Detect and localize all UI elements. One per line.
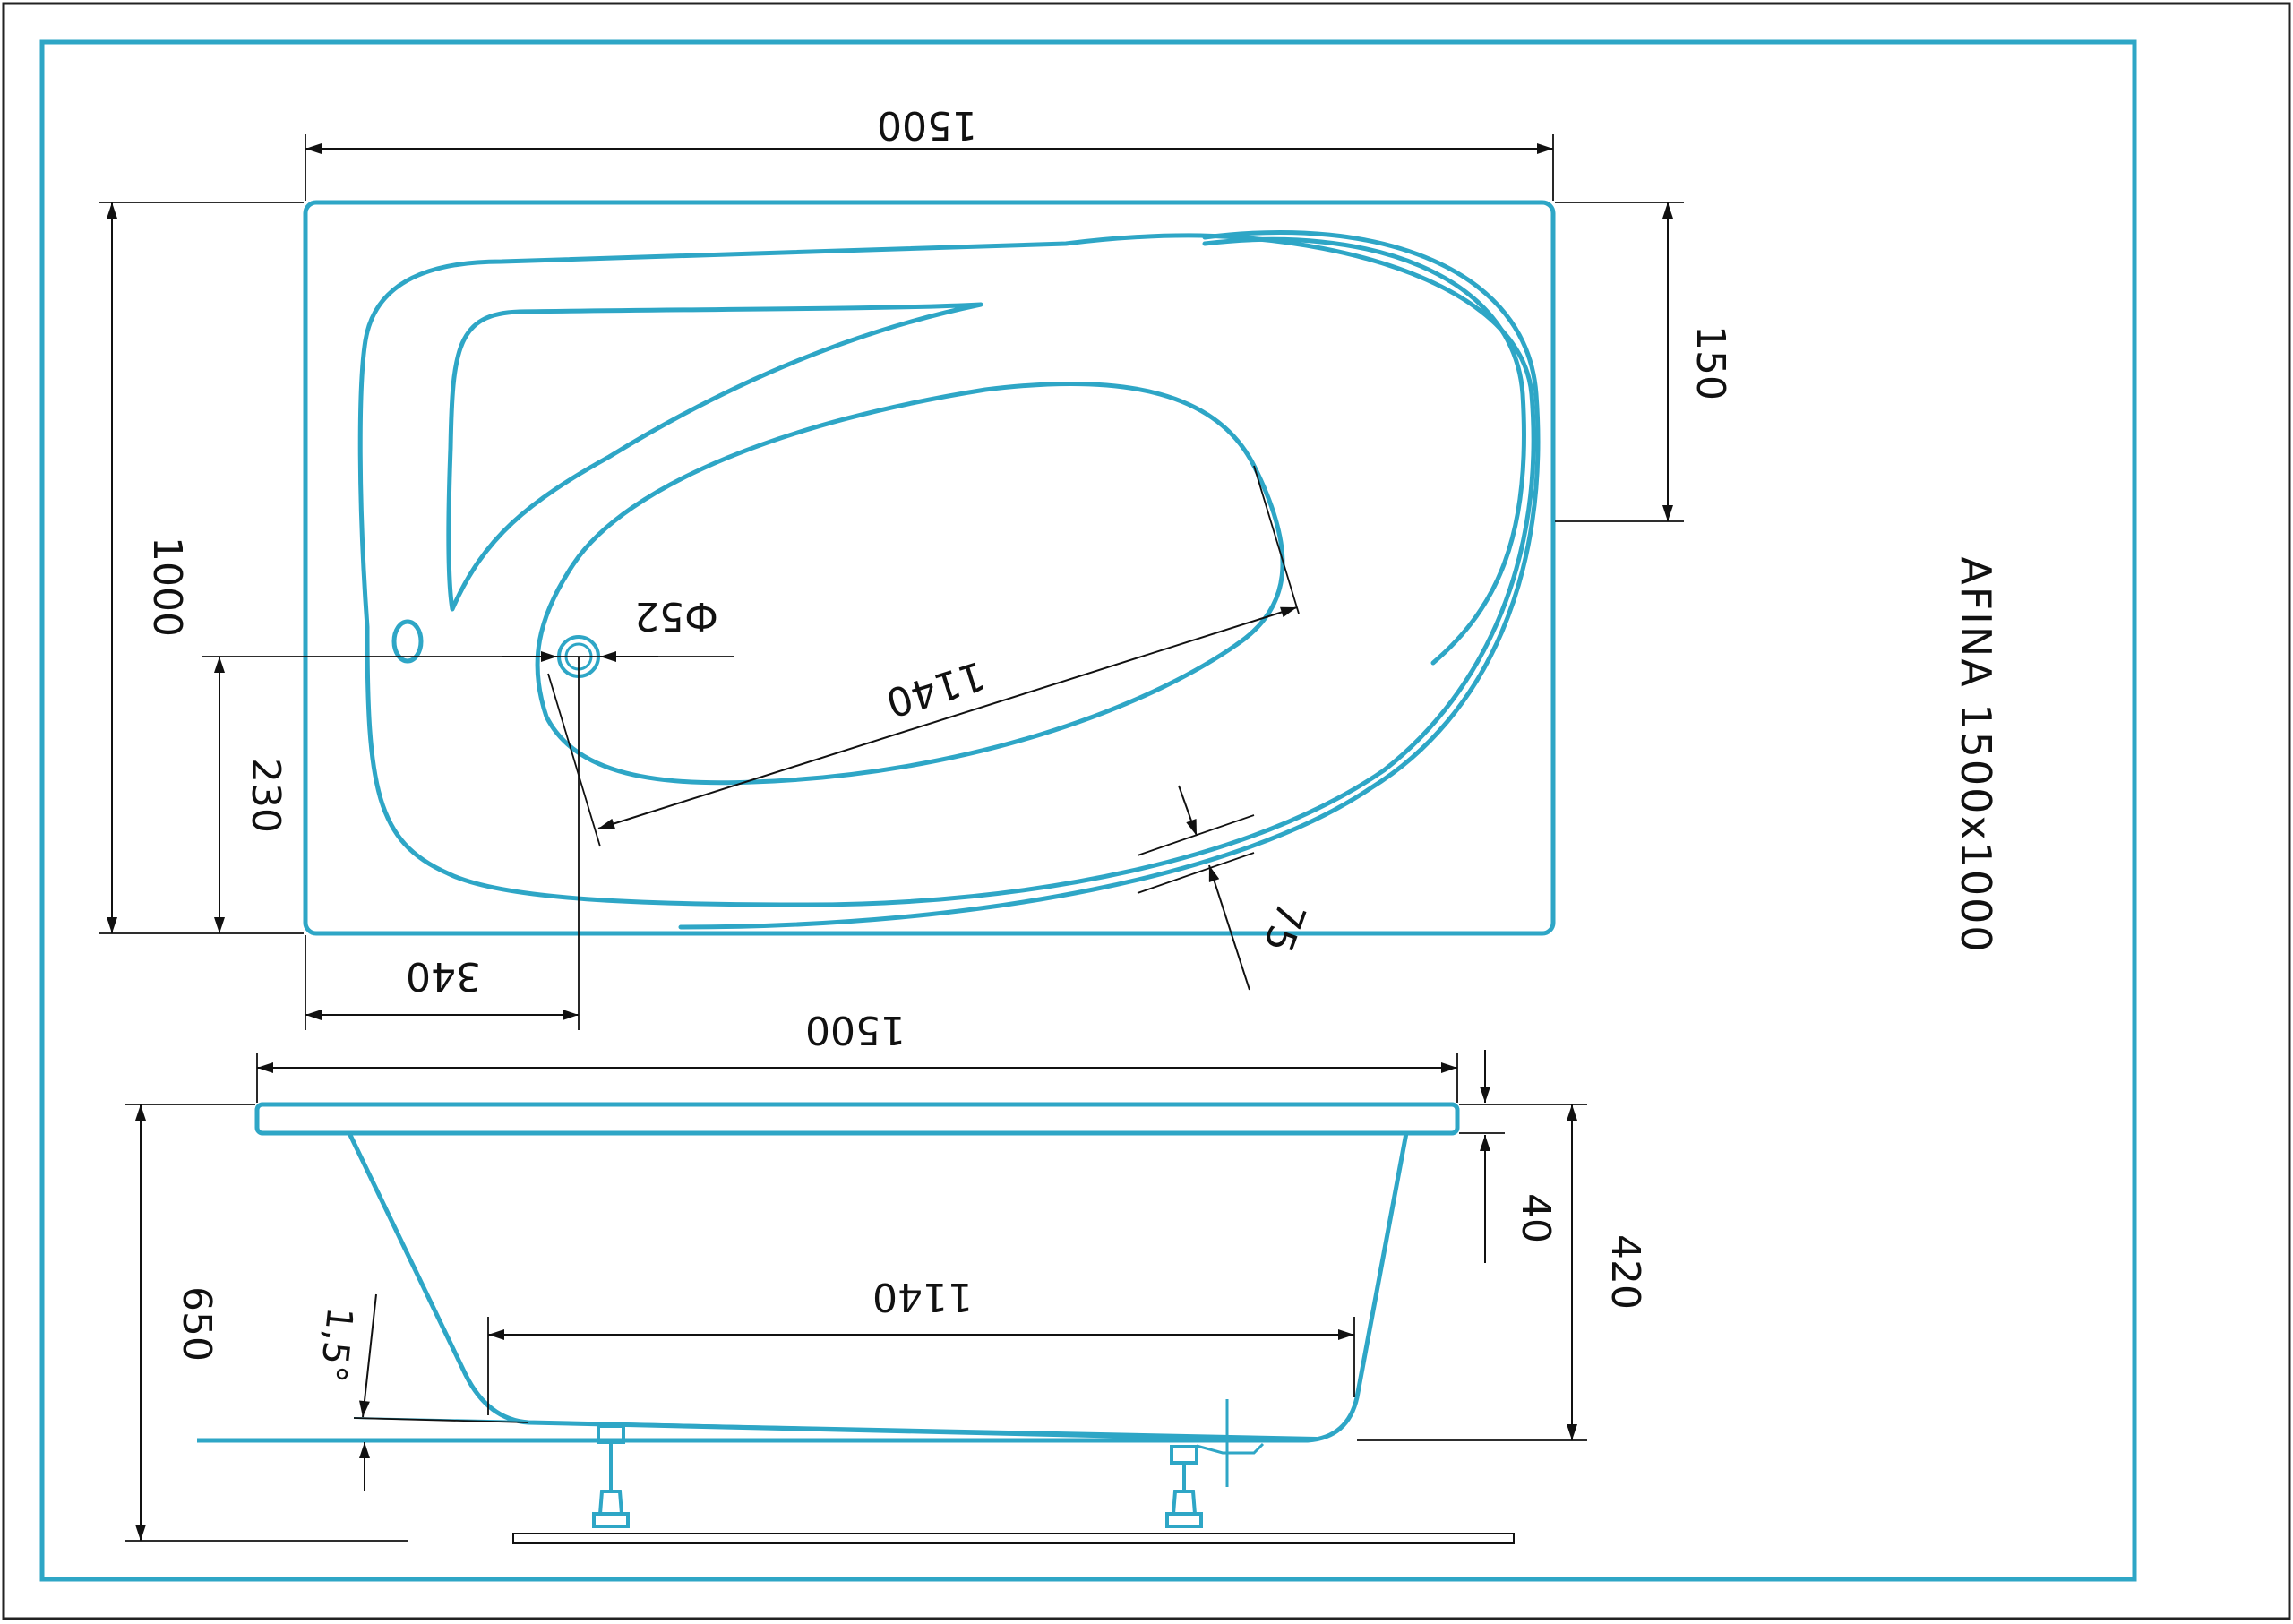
ext-wall-2 — [1137, 852, 1255, 894]
dim-label-drain-x: 340 — [406, 953, 481, 999]
dim-line-diagonal — [597, 606, 1298, 829]
dim-label-drain-diameter: Ф52 — [634, 593, 718, 639]
dim-label-side-rim: 40 — [1513, 1193, 1559, 1243]
ext-diag-a — [547, 673, 601, 847]
dim-label-diagonal: 1140 — [880, 652, 990, 726]
side-view-outline — [197, 1102, 1460, 1528]
top-view-outline — [303, 200, 1556, 936]
armrest-outline — [446, 302, 983, 612]
leg-right — [1165, 1399, 1265, 1528]
bath-outer-shell-outline — [678, 230, 1541, 930]
side-view: 1500 1140 650 420 40 1,5° — [125, 1007, 1648, 1544]
ext-diag-b — [1253, 465, 1300, 614]
dim-label-side-bottom: 1140 — [872, 1274, 973, 1319]
dim-line-wall-b — [1208, 864, 1250, 991]
dim-label-top-length: 1500 — [877, 102, 977, 148]
dim-label-drain-y: 230 — [243, 758, 288, 833]
inner-frame — [39, 39, 2137, 1582]
dim-label-top-right-offset: 150 — [1688, 325, 1733, 400]
dim-label-side-length: 1500 — [805, 1007, 906, 1053]
dim-line-wall-a — [1178, 785, 1198, 837]
tub-rim-outline — [303, 200, 1556, 936]
side-body-outline — [347, 1130, 1409, 1443]
dim-label-side-total: 650 — [174, 1286, 219, 1362]
dim-label-top-width: 1000 — [144, 537, 190, 637]
bath-inner-bowl-outline — [357, 233, 1536, 907]
basin-outline — [535, 381, 1285, 786]
dim-line-side-slope-a — [358, 1293, 377, 1418]
dim-label-side-depth: 420 — [1602, 1234, 1648, 1310]
side-slope-line — [353, 1417, 1318, 1439]
bath-inner-shell-outline — [1202, 236, 1527, 666]
drawing-title: AFINA 1500x1000 — [1952, 556, 2000, 953]
top-view: 1500 1000 150 230 340 Ф52 1140 75 — [99, 102, 1733, 1030]
dim-label-wall: 75 — [1254, 896, 1314, 958]
overflow-outline — [391, 619, 424, 664]
dim-label-side-slope: 1,5° — [312, 1305, 360, 1384]
side-base-plate — [512, 1533, 1515, 1544]
side-rim-outline — [254, 1102, 1460, 1136]
ext-side-slope — [353, 1417, 529, 1423]
leg-left — [592, 1424, 630, 1528]
